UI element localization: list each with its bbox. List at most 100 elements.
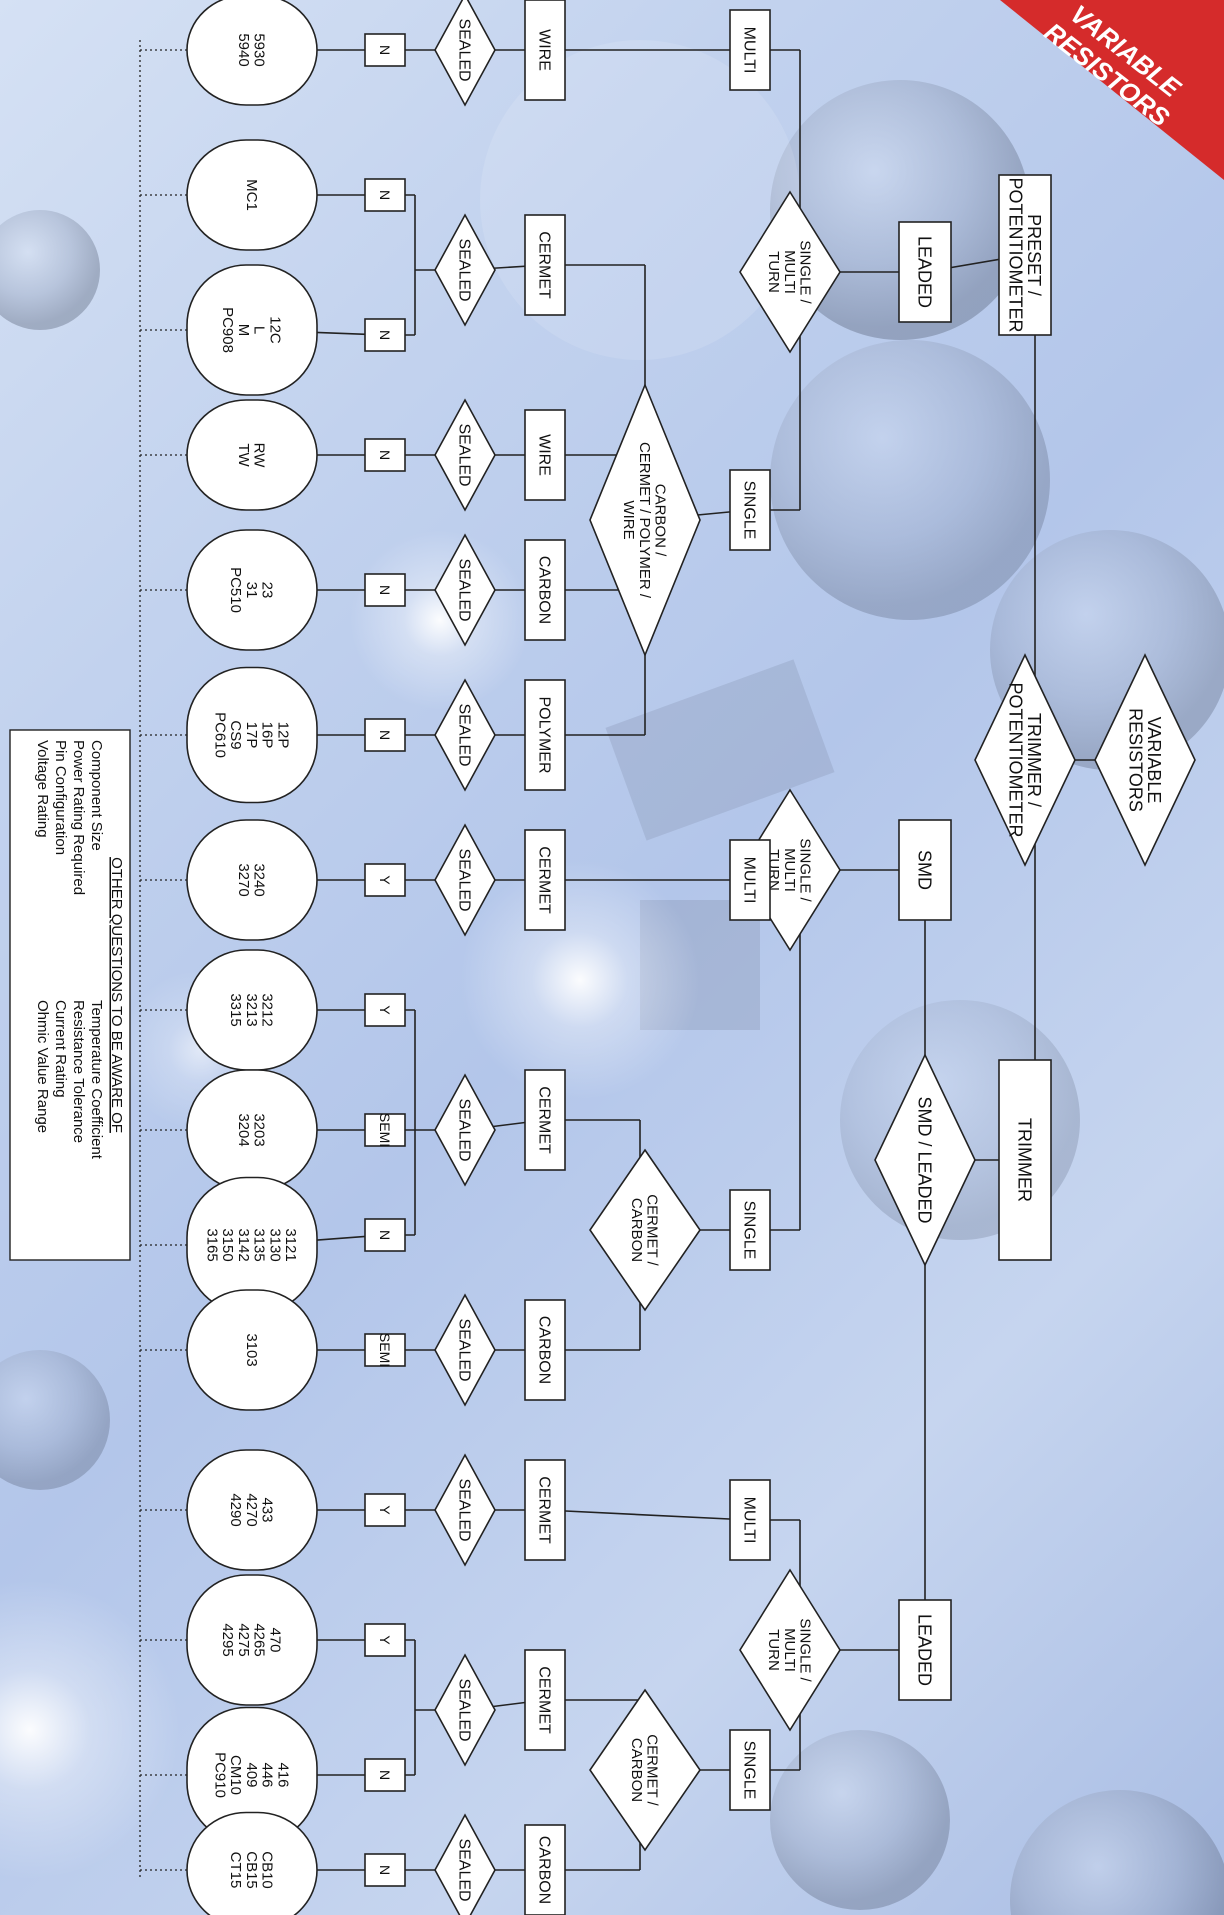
node-single_a-line-0: SINGLE (740, 481, 757, 540)
node-p6: 12P16P17PCS9PC610 (187, 668, 317, 803)
node-p8-line-2: 3315 (227, 993, 244, 1026)
node-s1: SEALED (435, 0, 495, 105)
node-multi_b: MULTI (730, 840, 770, 920)
node-smt_a-line-2: TURN (765, 251, 782, 293)
other-questions-title: OTHER QUESTIONS TO BE AWARE OF (108, 857, 125, 1133)
node-trimpot-line-1: POTENTIOMETER (1005, 682, 1025, 837)
node-m_cermet_d: CERMET (525, 1460, 565, 1560)
node-p13-line-1: 4265 (251, 1623, 268, 1656)
node-cc_c-line-0: CERMET / (644, 1734, 661, 1806)
node-trimpot-line-0: TRIMMER / (1024, 713, 1044, 807)
node-trimpot: TRIMMER /POTENTIOMETER (975, 655, 1075, 865)
node-s8: SEALED (435, 1295, 495, 1405)
node-smd: SMD (899, 820, 951, 920)
node-a12-line-0: Y (377, 1505, 393, 1515)
node-cc_b: CERMET /CARBON (590, 1150, 700, 1310)
node-p3-line-3: PC908 (219, 307, 236, 353)
node-s8-line-0: SEALED (455, 1318, 472, 1381)
node-m_cermet_c-line-0: CERMET (535, 1086, 552, 1154)
node-smt_a-line-0: SINGLE / (797, 240, 814, 304)
node-a14: N (365, 1759, 405, 1791)
node-a7-line-0: Y (377, 875, 393, 885)
node-multi_c: MULTI (730, 1480, 770, 1560)
node-p11-line-0: 3103 (243, 1333, 260, 1366)
node-p3-line-2: M (235, 324, 252, 337)
node-s2-line-0: SEALED (455, 238, 472, 301)
node-a6: N (365, 719, 405, 751)
node-leaded_b-line-0: LEADED (915, 1614, 935, 1686)
node-preset: PRESET /POTENTIOMETER (999, 175, 1051, 335)
node-preset-line-0: PRESET / (1024, 214, 1044, 296)
node-multi_b-line-0: MULTI (740, 857, 757, 904)
node-m_cermet_a-line-0: CERMET (535, 231, 552, 299)
node-a5: N (365, 574, 405, 606)
node-p14-line-2: 409 (243, 1762, 260, 1787)
node-s11: SEALED (435, 1815, 495, 1915)
node-ccpw: CARBON /CERMET / POLYMER /WIRE (590, 385, 700, 655)
node-p15: CB10CB15CT15 (187, 1813, 317, 1915)
node-a3: N (365, 319, 405, 351)
node-p10-line-5: 3165 (203, 1228, 220, 1261)
node-smt_c-line-0: SINGLE / (797, 1618, 814, 1682)
node-s3: SEALED (435, 400, 495, 510)
node-p7: 32403270 (187, 820, 317, 940)
node-p10-line-0: 3121 (282, 1228, 299, 1261)
node-p4-line-0: RW (251, 443, 268, 469)
node-single_c: SINGLE (730, 1730, 770, 1810)
node-trimmer: TRIMMER (999, 1060, 1051, 1260)
node-a15-line-0: N (377, 1865, 393, 1875)
node-m_carbon_c-line-0: CARBON (535, 1836, 552, 1904)
node-a10-line-0: N (377, 1230, 393, 1240)
node-p10-line-4: 3150 (219, 1228, 236, 1261)
node-p9-line-1: 3204 (235, 1113, 252, 1146)
node-p10-line-1: 3130 (266, 1228, 283, 1261)
node-p3-line-0: 12C (266, 316, 283, 344)
node-smd_leaded: SMD / LEADED (875, 1055, 975, 1265)
node-p12-line-2: 4290 (227, 1493, 244, 1526)
node-m_carbon_a: CARBON (525, 540, 565, 640)
node-a14-line-0: N (377, 1770, 393, 1780)
node-cc_c: CERMET /CARBON (590, 1690, 700, 1850)
node-smd_leaded-line-0: SMD / LEADED (915, 1096, 935, 1223)
node-p14-line-1: 446 (259, 1762, 276, 1787)
node-a7: Y (365, 864, 405, 896)
node-a8-line-0: Y (377, 1005, 393, 1015)
node-cc_b-line-0: CERMET / (644, 1194, 661, 1266)
node-smd-line-0: SMD (915, 850, 935, 890)
node-m_cermet_b-line-0: CERMET (535, 846, 552, 914)
node-s3-line-0: SEALED (455, 423, 472, 486)
node-root-line-1: RESISTORS (1125, 708, 1145, 812)
other-questions-box: OTHER QUESTIONS TO BE AWARE OFComponent … (10, 730, 130, 1260)
node-p13-line-2: 4275 (235, 1623, 252, 1656)
node-m_cermet_a: CERMET (525, 215, 565, 315)
node-a13: Y (365, 1624, 405, 1656)
node-s4: SEALED (435, 535, 495, 645)
node-single_c-line-0: SINGLE (740, 1741, 757, 1800)
node-m_carbon_a-line-0: CARBON (535, 556, 552, 624)
node-leaded_a: LEADED (899, 222, 951, 322)
node-p9-line-0: 3203 (251, 1113, 268, 1146)
node-single_b: SINGLE (730, 1190, 770, 1270)
node-a11-line-0: SEMI (377, 1333, 393, 1367)
node-p6-line-0: 12P (274, 722, 291, 749)
node-s9-line-0: SEALED (455, 1478, 472, 1541)
node-multi_a-line-0: MULTI (740, 27, 757, 74)
node-m_carbon_b: CARBON (525, 1300, 565, 1400)
node-p14-line-0: 416 (274, 1762, 291, 1787)
node-p6-line-1: 16P (259, 722, 276, 749)
node-p11: 3103 (187, 1290, 317, 1410)
node-m_cermet_c: CERMET (525, 1070, 565, 1170)
node-smt_b-line-1: MULTI (781, 848, 798, 892)
node-a10: N (365, 1219, 405, 1251)
node-s2: SEALED (435, 215, 495, 325)
node-m_polymer: POLYMER (525, 680, 565, 790)
node-s9: SEALED (435, 1455, 495, 1565)
node-a11: SEMI (365, 1333, 405, 1367)
node-leaded_b: LEADED (899, 1600, 951, 1700)
node-s5-line-0: SEALED (455, 703, 472, 766)
node-p14-line-3: CM10 (227, 1755, 244, 1795)
